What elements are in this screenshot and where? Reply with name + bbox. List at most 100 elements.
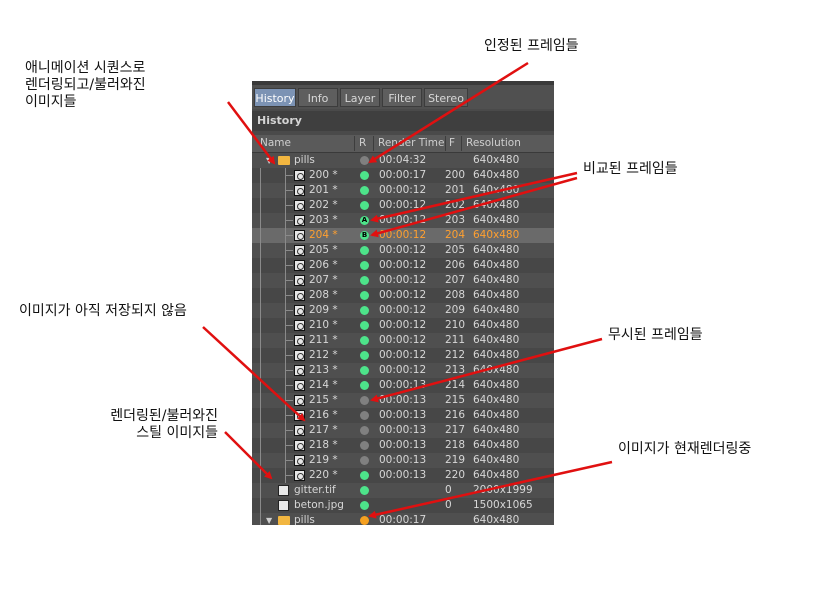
status-dot[interactable]: [360, 306, 369, 315]
row-name: beton.jpg: [294, 499, 344, 511]
render-time: 00:00:12: [379, 364, 427, 376]
resolution: 640x480: [473, 334, 520, 346]
frame-number: 200: [445, 169, 466, 181]
resolution: 640x480: [473, 244, 520, 256]
tab-info[interactable]: Info: [298, 88, 338, 107]
status-dot[interactable]: [360, 201, 369, 210]
col-resolution[interactable]: Resolution: [466, 137, 521, 149]
resolution: 640x480: [473, 514, 520, 525]
tree-line: [285, 250, 293, 251]
frame-number: 210: [445, 319, 466, 331]
resolution: 640x480: [473, 259, 520, 271]
status-dot[interactable]: [360, 471, 369, 480]
status-dot[interactable]: [360, 186, 369, 195]
status-dot[interactable]: [360, 516, 369, 525]
status-dot[interactable]: [360, 456, 369, 465]
status-dot[interactable]: A: [360, 216, 369, 225]
tree-line: [260, 378, 261, 393]
frame-thumbnail-icon: [294, 230, 305, 241]
status-dot[interactable]: [360, 381, 369, 390]
frame-thumbnail-icon: [294, 305, 305, 316]
status-dot[interactable]: [360, 441, 369, 450]
expand-toggle-icon[interactable]: ▼: [266, 516, 273, 525]
status-dot[interactable]: [360, 426, 369, 435]
frame-number: 206: [445, 259, 466, 271]
status-dot[interactable]: [360, 336, 369, 345]
status-dot[interactable]: [360, 276, 369, 285]
col-r[interactable]: R: [359, 137, 367, 149]
frame-thumbnail-icon: [294, 425, 305, 436]
render-time: 00:00:13: [379, 469, 427, 481]
tree-line: [260, 228, 261, 243]
tree-line: [285, 310, 293, 311]
status-dot[interactable]: [360, 156, 369, 165]
status-dot[interactable]: [360, 411, 369, 420]
tree-line: [260, 318, 261, 333]
tree-line: [260, 513, 261, 525]
tab-layer[interactable]: Layer: [340, 88, 380, 107]
status-dot[interactable]: [360, 291, 369, 300]
render-time: 00:00:13: [379, 409, 427, 421]
render-time: 00:00:12: [379, 319, 427, 331]
status-dot[interactable]: [360, 171, 369, 180]
tree-line: [260, 498, 261, 513]
status-dot[interactable]: [360, 501, 369, 510]
resolution: 1500x1065: [473, 499, 533, 511]
history-row[interactable]: beton.jpg 0 1500x1065: [252, 498, 554, 513]
col-name[interactable]: Name: [260, 137, 291, 149]
row-name: 219 *: [309, 454, 338, 466]
resolution: 640x480: [473, 409, 520, 421]
tree-line: [285, 445, 293, 446]
tree-line: [285, 325, 293, 326]
tree-line: [260, 408, 261, 423]
status-dot[interactable]: [360, 321, 369, 330]
status-dot[interactable]: [360, 366, 369, 375]
tab-history[interactable]: History: [254, 88, 296, 107]
annotation-line: 애니메이션 시퀀스로: [25, 60, 146, 76]
tab-stereo[interactable]: Stereo: [424, 88, 468, 107]
frame-number: 0: [445, 499, 452, 511]
row-name: 213 *: [309, 364, 338, 376]
render-time: 00:00:13: [379, 424, 427, 436]
frame-thumbnail-icon: [294, 275, 305, 286]
arrow-accepted: [368, 61, 529, 164]
col-f[interactable]: F: [449, 137, 456, 149]
frame-thumbnail-icon: [294, 290, 305, 301]
resolution: 640x480: [473, 469, 520, 481]
tab-filter[interactable]: Filter: [382, 88, 422, 107]
status-dot[interactable]: [360, 261, 369, 270]
status-dot[interactable]: [360, 351, 369, 360]
tree-line: [260, 288, 261, 303]
status-dot[interactable]: [360, 486, 369, 495]
render-time: 00:00:12: [379, 274, 427, 286]
row-name: 214 *: [309, 379, 338, 391]
status-dot[interactable]: [360, 396, 369, 405]
render-time: 00:00:17: [379, 514, 427, 525]
status-dot[interactable]: [360, 246, 369, 255]
status-dot[interactable]: B: [360, 231, 369, 240]
annotation-not-saved: 이미지가 아직 저장되지 않음: [19, 303, 187, 319]
